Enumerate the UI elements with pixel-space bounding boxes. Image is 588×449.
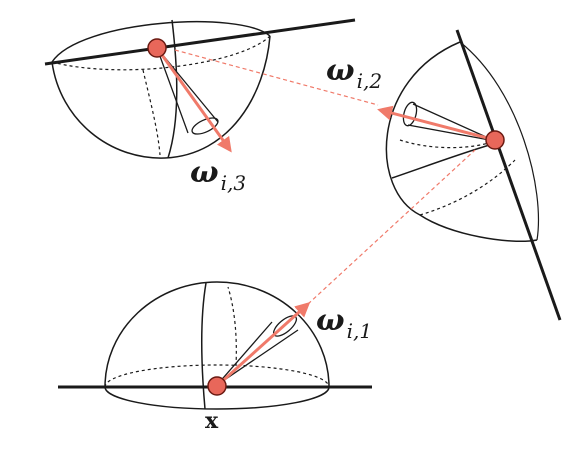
hemisphere-top-left bbox=[44, 18, 356, 159]
surface-line-top bbox=[44, 18, 356, 66]
dome-outline-top bbox=[51, 35, 271, 159]
dome-meridian-right-a bbox=[391, 141, 501, 179]
omega-i2-arrow bbox=[377, 105, 496, 142]
dome-base-back bbox=[104, 364, 330, 388]
dome-meridian-right-b bbox=[399, 139, 496, 149]
dome-rim-front-top bbox=[51, 35, 271, 71]
surface-line-right bbox=[455, 29, 562, 321]
point-x bbox=[207, 376, 227, 396]
dome-meridian-front bbox=[201, 282, 207, 410]
dome-base-front bbox=[104, 386, 330, 410]
sample-cone-3-rim bbox=[191, 117, 219, 135]
dome-meridian-top-b bbox=[142, 69, 161, 156]
path-segment-x-to-right bbox=[307, 149, 476, 305]
path-segment-right-to-top bbox=[174, 49, 379, 106]
point-top bbox=[147, 38, 167, 58]
dome-meridian-right-c bbox=[419, 159, 516, 216]
dome-base-front-right bbox=[459, 41, 540, 241]
dome-meridian-top-a bbox=[167, 19, 178, 159]
sample-cone-2 bbox=[407, 103, 496, 142]
dome-rim-back-top bbox=[51, 20, 271, 63]
point-right bbox=[485, 130, 505, 150]
dome-outline-bottom bbox=[104, 281, 330, 388]
dome-meridian-back bbox=[227, 286, 237, 367]
omega-i3-arrow bbox=[155, 47, 232, 153]
hemisphere-right bbox=[385, 29, 562, 321]
sample-cone-2-rim bbox=[402, 101, 418, 127]
dome-outline-right bbox=[385, 41, 538, 243]
label-x: x bbox=[205, 408, 219, 434]
omega-i1-arrow bbox=[215, 301, 311, 388]
